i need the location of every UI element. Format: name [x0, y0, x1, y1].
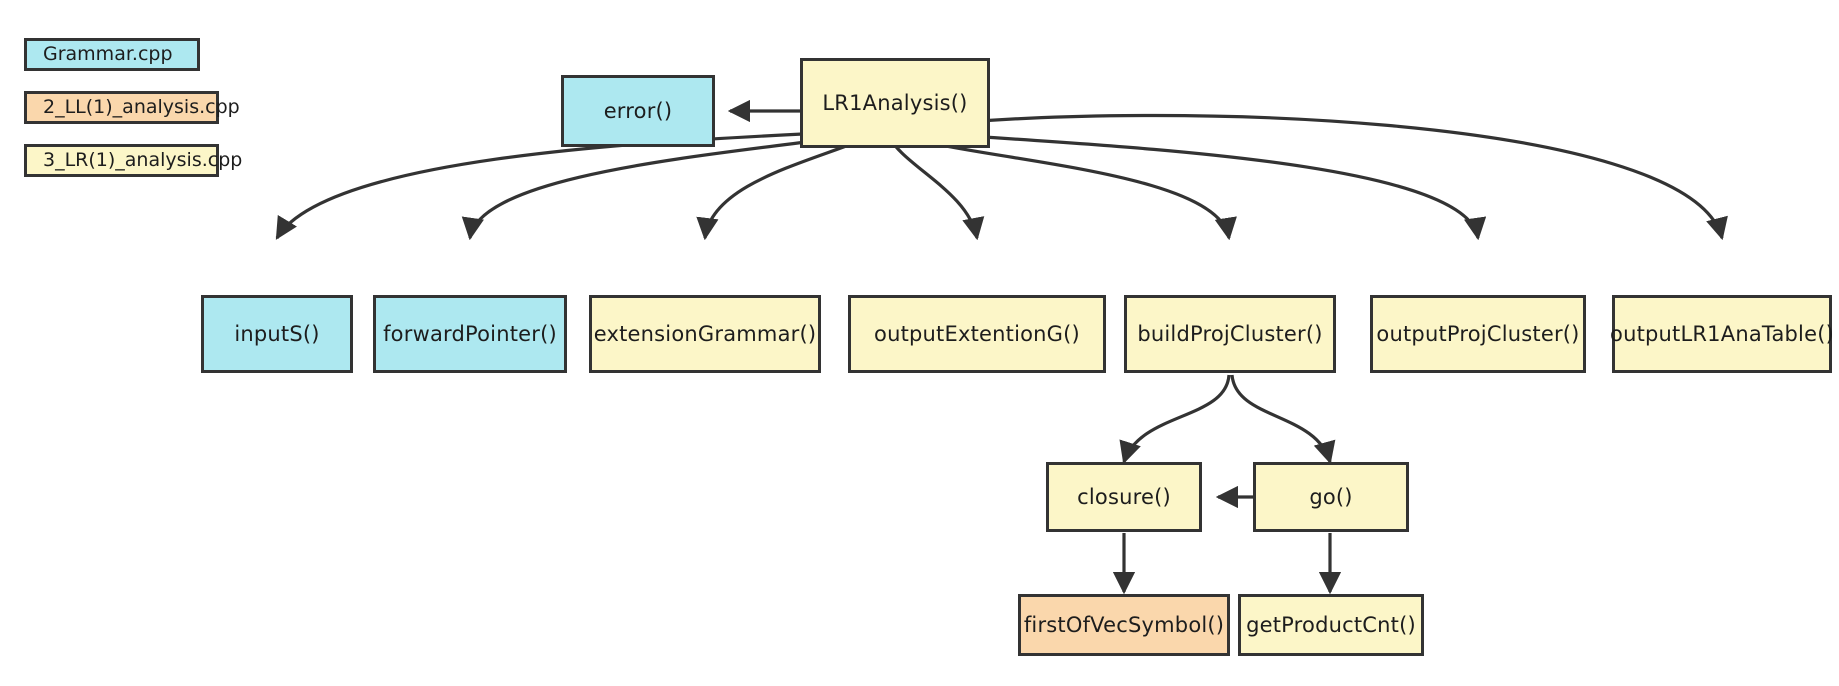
node-inputs[interactable]: inputS(): [201, 295, 353, 373]
node-label: getProductCnt(): [1246, 612, 1416, 637]
node-closure[interactable]: closure(): [1046, 462, 1202, 532]
legend-label: Grammar.cpp: [43, 43, 173, 65]
node-label: extensionGrammar(): [593, 321, 817, 346]
node-label: firstOfVecSymbol(): [1023, 612, 1225, 637]
edge-lr1analysis-to-extensiongrammar: [696, 132, 877, 241]
node-label: outputLR1AnaTable(): [1610, 321, 1834, 346]
node-outputextentiong[interactable]: outputExtentionG(): [848, 295, 1106, 373]
legend-item-grammar-cpp: Grammar.cpp: [24, 38, 200, 71]
node-forwardpointer[interactable]: forwardPointer(): [373, 295, 567, 373]
node-label: closure(): [1077, 484, 1171, 509]
edge-lr1analysis-to-inputs: [275, 129, 861, 240]
node-label: inputS(): [234, 321, 320, 346]
node-label: error(): [603, 98, 673, 123]
edge-lr1analysis-to-outputextentiong: [886, 133, 985, 241]
legend-item-lr1-analysis-cpp: 3_LR(1)_analysis.cpp: [24, 144, 242, 177]
node-extensiongrammar[interactable]: extensionGrammar(): [589, 295, 821, 373]
node-error[interactable]: error(): [561, 75, 715, 147]
edge-buildprojcluster-to-go: [1230, 374, 1336, 465]
edge-lr1analysis-to-outputlr1anatable: [907, 113, 1728, 241]
node-label: outputProjCluster(): [1376, 321, 1580, 346]
node-getproductcnt[interactable]: getProductCnt(): [1238, 594, 1424, 656]
node-outputprojcluster[interactable]: outputProjCluster(): [1370, 295, 1586, 373]
node-lr1analysis[interactable]: LR1Analysis(): [800, 58, 990, 148]
legend-item-ll1-analysis-cpp: 2_LL(1)_analysis.cpp: [24, 91, 240, 124]
node-label: LR1Analysis(): [822, 90, 968, 115]
node-label: outputExtentionG(): [874, 321, 1080, 346]
node-firstofvecsymbol[interactable]: firstOfVecSymbol(): [1018, 594, 1230, 656]
edge-buildprojcluster-to-closure: [1119, 374, 1231, 465]
node-label: go(): [1309, 484, 1353, 509]
node-buildprojcluster[interactable]: buildProjCluster(): [1124, 295, 1336, 373]
edge-lr1analysis-to-buildprojcluster: [895, 131, 1237, 241]
edge-lr1analysis-to-forwardpointer: [461, 131, 869, 241]
node-go[interactable]: go(): [1253, 462, 1409, 532]
node-label: buildProjCluster(): [1137, 321, 1323, 346]
legend-label: 3_LR(1)_analysis.cpp: [43, 149, 243, 171]
node-label: forwardPointer(): [383, 321, 557, 346]
node-outputlr1anatable[interactable]: outputLR1AnaTable(): [1610, 295, 1834, 373]
legend-label: 2_LL(1)_analysis.cpp: [43, 96, 240, 118]
